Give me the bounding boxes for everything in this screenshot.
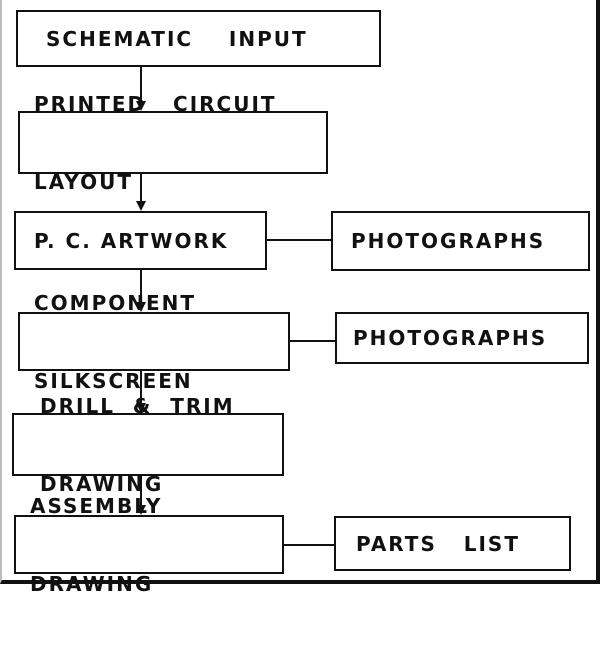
node-label-line2: LAYOUT (34, 169, 133, 194)
node-photographs-artwork: PHOTOGRAPHS (331, 211, 590, 271)
node-label: PHOTOGRAPHS (351, 229, 546, 253)
node-label: SCHEMATIC INPUT (46, 26, 308, 51)
arrowhead-to-artwork (136, 201, 146, 211)
node-label-line1: ASSEMBLY (30, 493, 163, 518)
connector-layer (136, 67, 335, 546)
arrowhead-to-silkscreen (136, 302, 146, 312)
node-label-line2: DRAWING (40, 471, 164, 496)
node-label-line1: COMPONENT (34, 290, 197, 315)
node-printed-circuit-layout: PRINTED CIRCUIT LAYOUT (18, 92, 328, 194)
page-frame (0, 0, 600, 584)
arrowhead-to-layout (136, 101, 146, 111)
node-label: PHOTOGRAPHS (353, 326, 548, 350)
arrowhead-to-assembly (136, 505, 146, 515)
node-label-line1: PRINTED CIRCUIT (34, 91, 277, 116)
node-label: P. C. ARTWORK (34, 228, 229, 253)
node-assembly-drawing: ASSEMBLY DRAWING (14, 494, 284, 596)
node-photographs-silkscreen: PHOTOGRAPHS (335, 312, 589, 364)
node-pc-artwork: P. C. ARTWORK (14, 211, 267, 270)
node-label: PARTS LIST (356, 531, 520, 556)
node-component-silkscreen: COMPONENT SILKSCREEN (18, 291, 290, 393)
node-label-line2: SILKSCREEN (34, 368, 193, 393)
node-parts-list: PARTS LIST (334, 516, 571, 571)
arrowhead-to-drill (136, 403, 146, 413)
node-drill-trim-drawing: DRILL & TRIM DRAWING (12, 394, 284, 496)
node-label-line1: DRILL & TRIM (40, 393, 235, 418)
node-schematic-input: SCHEMATIC INPUT (16, 10, 381, 67)
